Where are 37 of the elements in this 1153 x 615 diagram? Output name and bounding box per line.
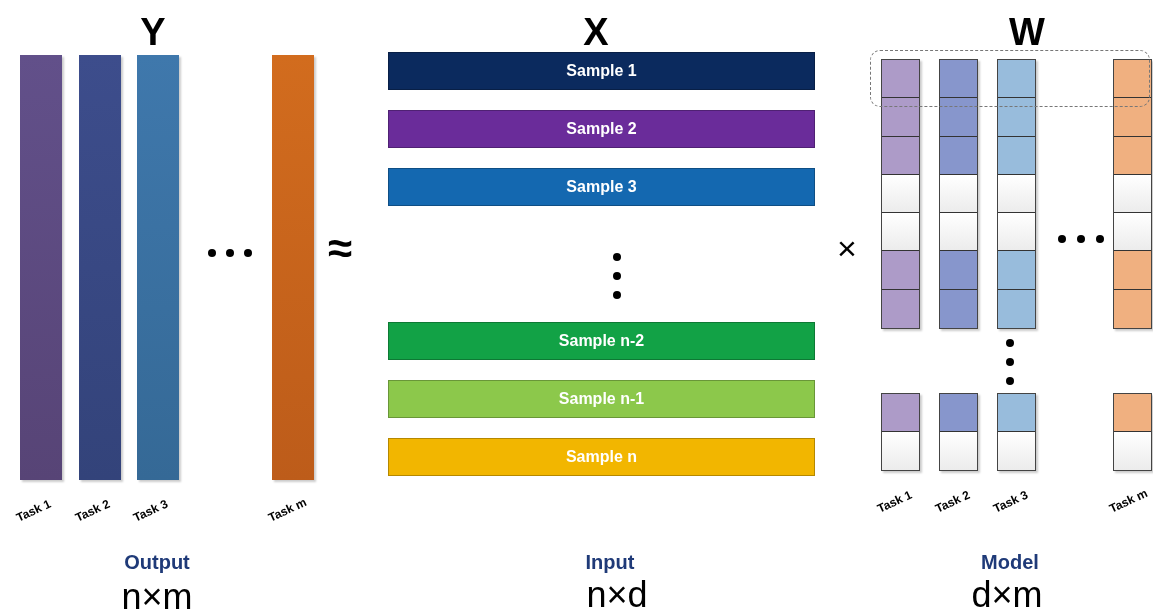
matrix-column (939, 59, 978, 329)
dimension-text: n×d (586, 577, 648, 613)
matrix-column (881, 393, 920, 471)
task-label: Task 2 (933, 487, 972, 516)
matrix-column (939, 393, 978, 471)
matrix-column (272, 55, 314, 480)
matrix-column (20, 55, 62, 480)
dimension-text: n×m (121, 579, 193, 615)
sample-bar: Sample 3 (388, 168, 815, 206)
sample-bar: Sample n (388, 438, 815, 476)
task-label: Task m (1107, 485, 1150, 516)
matrix-letter: Y (140, 13, 166, 51)
caption-label: Model (981, 552, 1039, 572)
matrix-column (997, 393, 1036, 471)
sample-bar: Sample 2 (388, 110, 815, 148)
task-label: Task 2 (73, 496, 112, 525)
caption-label: Output (124, 552, 190, 572)
task-label: Task 1 (875, 487, 914, 516)
matrix-column (79, 55, 121, 480)
approx-sign: ≈ (327, 226, 353, 270)
task-label: Task 3 (991, 487, 1030, 516)
matrix-column (1113, 59, 1152, 329)
matrix-column (1113, 393, 1152, 471)
dimension-text: d×m (971, 577, 1043, 613)
task-label: Task 1 (14, 496, 53, 525)
matrix-column (997, 59, 1036, 329)
sample-bar: Sample n-1 (388, 380, 815, 418)
matrix-column (881, 59, 920, 329)
matrix-letter: W (1009, 13, 1045, 51)
matrix-column (137, 55, 179, 480)
task-label: Task 3 (131, 496, 170, 525)
caption-label: Input (585, 552, 635, 572)
times-sign: × (837, 231, 857, 265)
task-label: Task m (266, 494, 309, 525)
sample-bar: Sample 1 (388, 52, 815, 90)
sample-bar: Sample n-2 (388, 322, 815, 360)
matrix-letter: X (583, 13, 609, 51)
